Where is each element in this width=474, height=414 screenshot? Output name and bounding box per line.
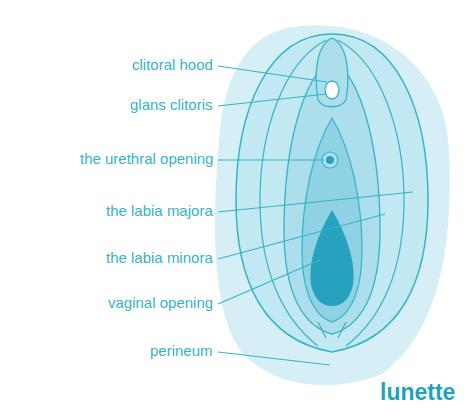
perineum-line bbox=[318, 322, 346, 338]
leader-line bbox=[218, 66, 327, 82]
urethral-opening-shape bbox=[326, 156, 334, 164]
part-label: the urethral opening bbox=[80, 150, 213, 168]
labia-minora-shape bbox=[284, 58, 380, 334]
leader-line bbox=[218, 352, 330, 365]
part-label: clitoral hood bbox=[132, 56, 213, 74]
clitoral-hood-shape bbox=[316, 38, 348, 107]
leader-line bbox=[218, 260, 320, 304]
leader-line bbox=[218, 214, 385, 259]
part-label: the labia majora bbox=[106, 202, 213, 220]
background-blob bbox=[215, 25, 450, 385]
leader-line bbox=[218, 192, 413, 212]
leader-line bbox=[218, 159, 324, 160]
part-label: vaginal opening bbox=[108, 294, 213, 312]
brand-logo: lunette bbox=[380, 379, 455, 405]
leader-line bbox=[218, 94, 326, 106]
vestibule-shape bbox=[302, 118, 362, 322]
part-label: glans clitoris bbox=[130, 96, 213, 114]
glans-clitoris-shape bbox=[325, 81, 339, 99]
part-label: the labia minora bbox=[106, 249, 213, 267]
urethra-outer bbox=[322, 152, 338, 168]
part-label: perineum bbox=[150, 342, 213, 360]
